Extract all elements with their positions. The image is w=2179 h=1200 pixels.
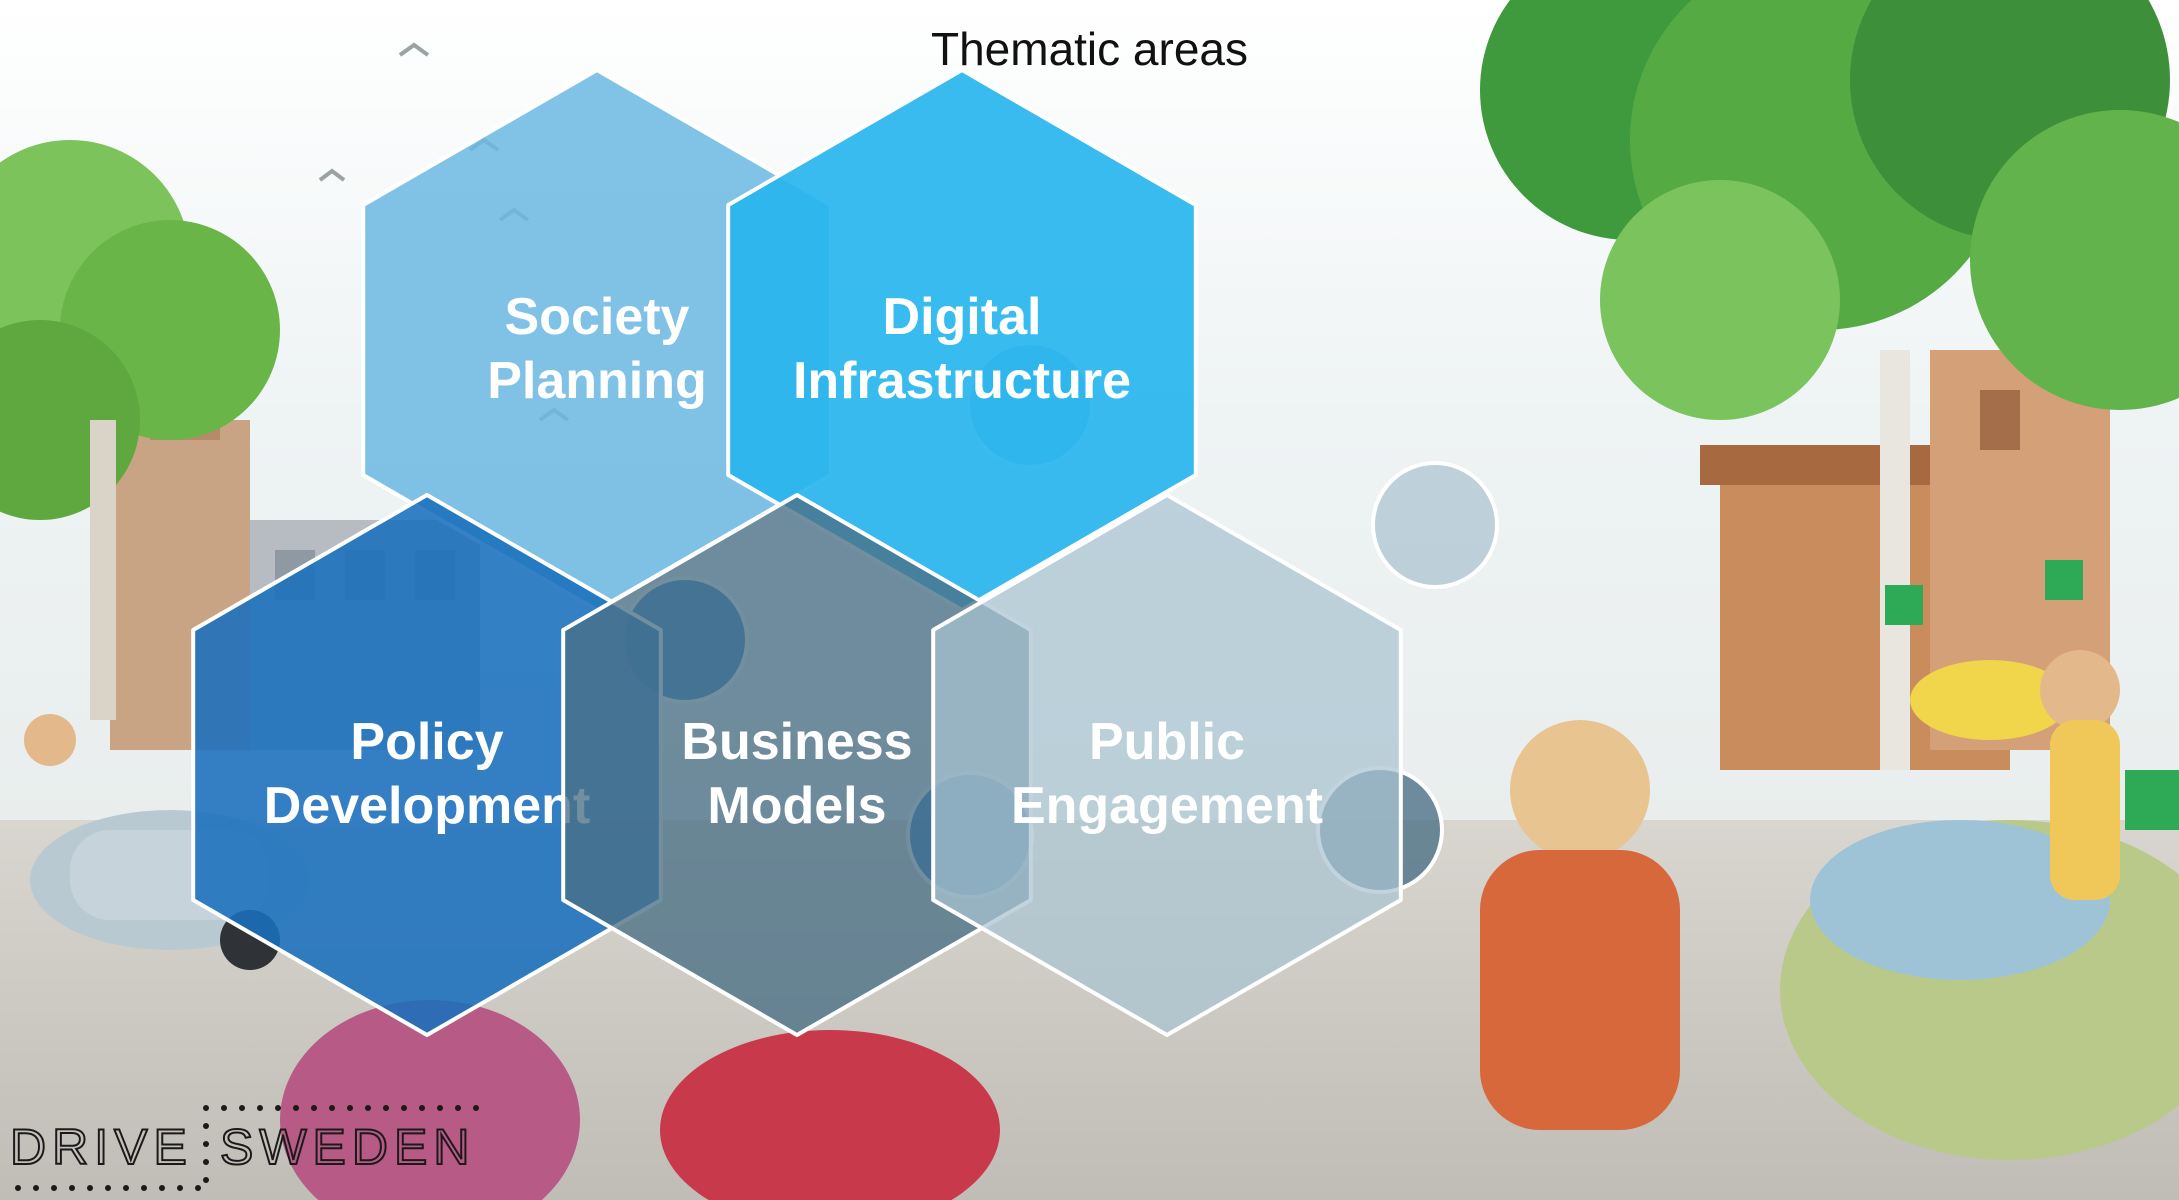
drive-sweden-logo: DRIVE SWEDEN xyxy=(9,1105,479,1191)
logo-text-drive: DRIVE xyxy=(10,1119,193,1175)
public-piece-shape xyxy=(931,493,1403,1037)
logo-text-sweden: SWEDEN xyxy=(220,1119,475,1175)
public-tab xyxy=(1371,461,1499,589)
diagram-title: Thematic areas xyxy=(930,23,1248,75)
